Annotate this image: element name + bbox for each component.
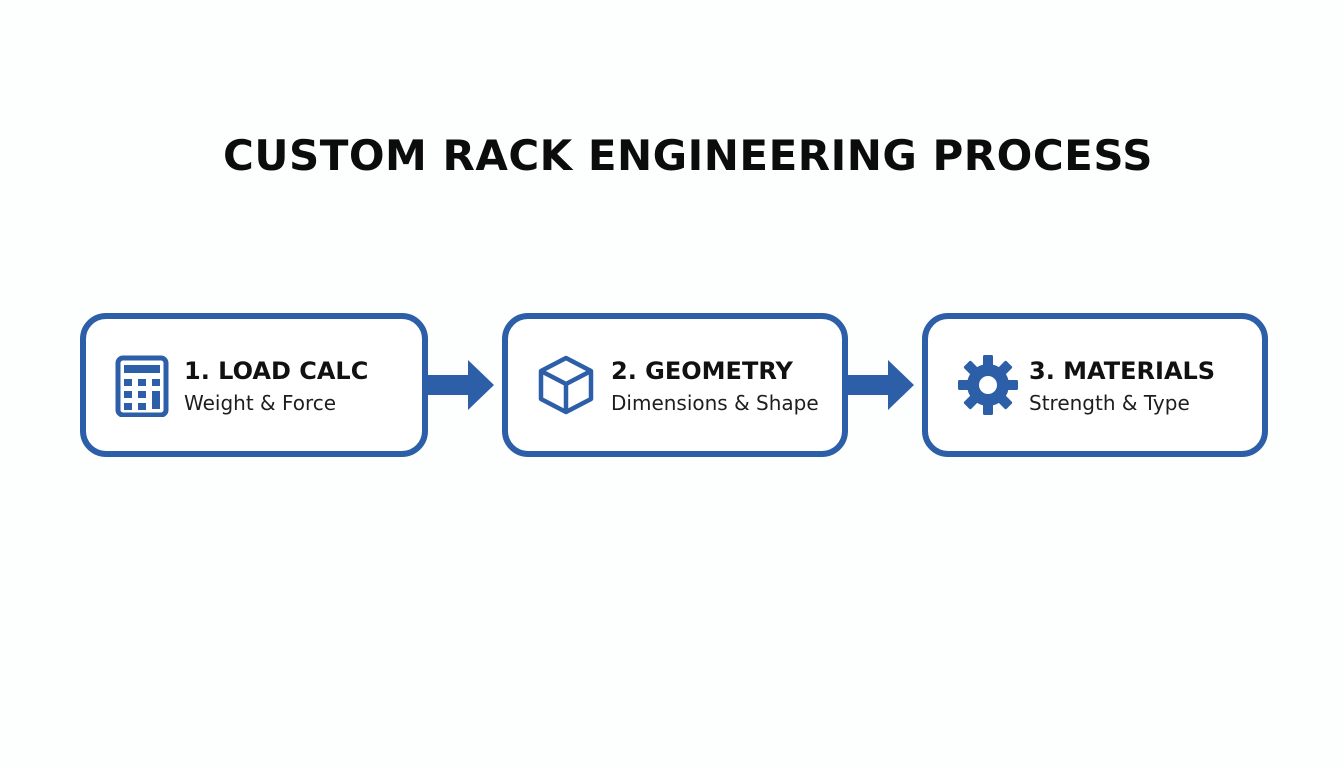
diagram-title: CUSTOM RACK ENGINEERING PROCESS bbox=[223, 131, 1153, 180]
cube-icon bbox=[534, 353, 598, 417]
arrow-right-icon bbox=[424, 360, 496, 410]
arrow-right-icon bbox=[844, 360, 916, 410]
step-subtitle: Dimensions & Shape bbox=[611, 391, 819, 415]
step-subtitle: Weight & Force bbox=[184, 391, 337, 415]
calculator-icon bbox=[110, 353, 174, 417]
step-label: 3. MATERIALS bbox=[1029, 357, 1216, 385]
step-geometry: 2. GEOMETRY Dimensions & Shape bbox=[502, 313, 848, 457]
step-load-calc: 1. LOAD CALC Weight & Force bbox=[80, 313, 428, 457]
step-subtitle: Strength & Type bbox=[1029, 391, 1190, 415]
step-label: 1. LOAD CALC bbox=[184, 357, 369, 385]
gear-icon bbox=[956, 353, 1020, 417]
step-label: 2. GEOMETRY bbox=[611, 357, 793, 385]
step-materials: 3. MATERIALS Strength & Type bbox=[922, 313, 1268, 457]
